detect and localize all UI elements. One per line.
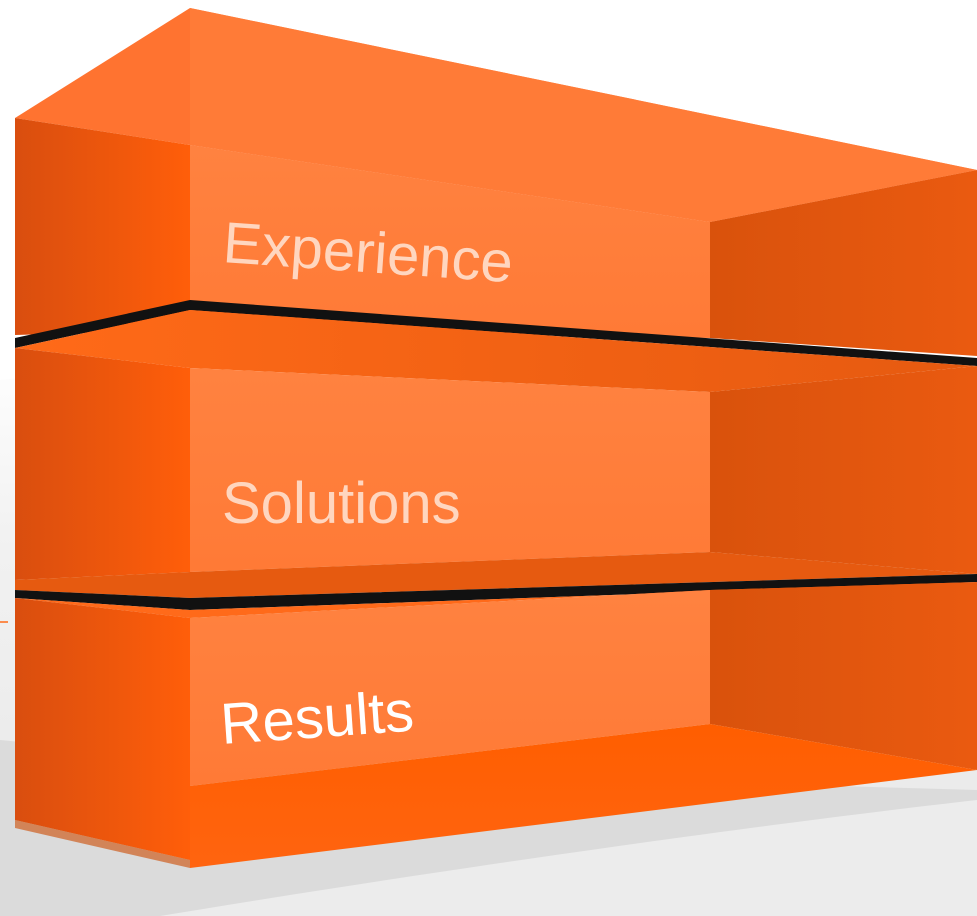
block-top-left-side [15,118,190,335]
block-bottom-front-face [190,590,710,786]
block-bottom-right-wall [710,582,977,770]
block-bottom-top-face [15,582,977,618]
block-bottom-base [190,724,977,868]
block-middle-left-side [15,348,190,580]
block-bottom-left-side [15,598,190,860]
block-middle-front-face [190,368,710,572]
block-middle-right-wall [710,366,977,574]
label-results: Results [218,679,415,757]
block-top-right-wall [710,170,977,356]
block-bottom [15,582,977,868]
block-top-front-face [190,145,710,338]
block-middle-bottom-lip [15,552,977,598]
block-top [15,8,977,356]
separator-bottom [15,574,977,610]
block-middle [15,310,977,598]
block-middle-top-face [15,310,977,392]
label-solutions: Solutions [222,471,461,536]
